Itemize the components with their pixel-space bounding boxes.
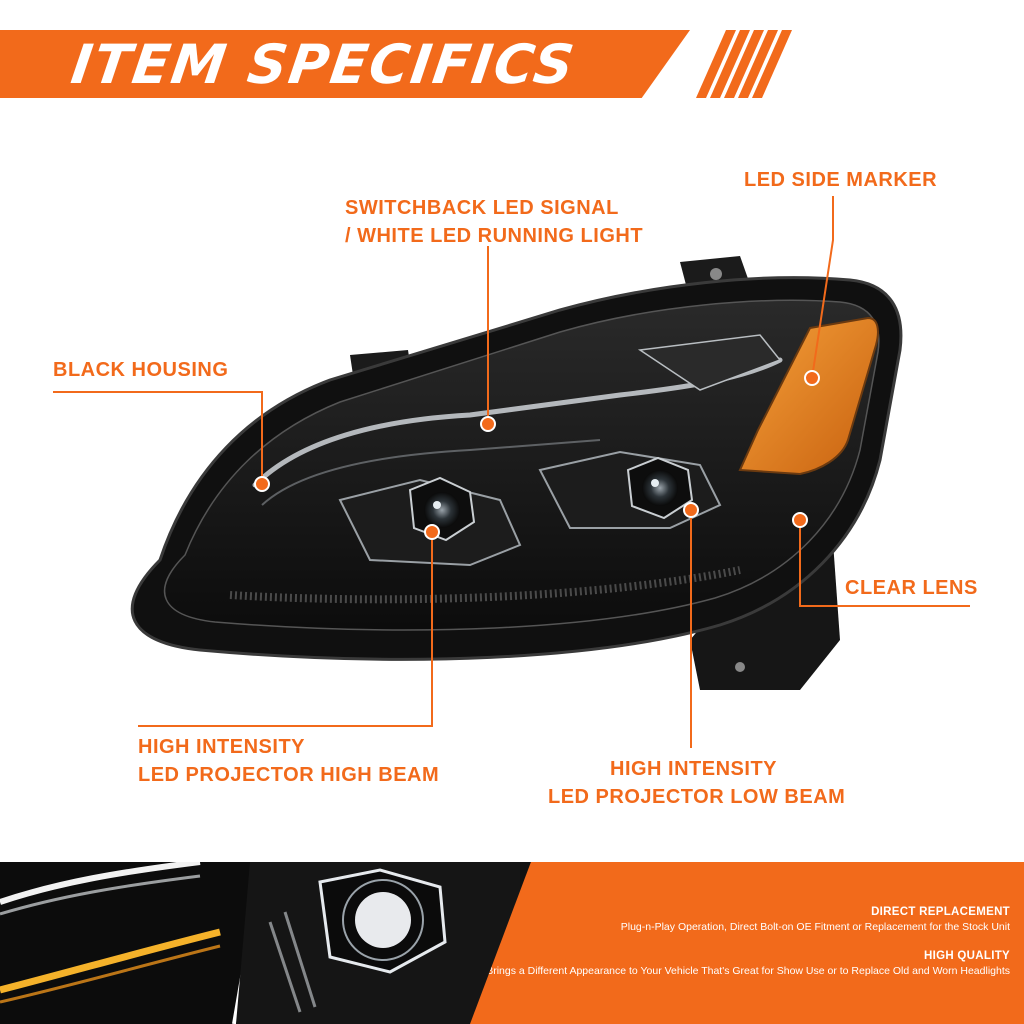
callout-side-marker: LED SIDE MARKER — [744, 169, 938, 191]
detail-photos — [0, 862, 520, 1024]
callout-signal-line2: / WHITE LED RUNNING LIGHT — [345, 225, 644, 247]
callout-lines — [53, 196, 970, 748]
feature-description: Plug-n-Play Operation, Direct Bolt-on OE… — [620, 921, 1010, 933]
feature-strip: DIRECT REPLACEMENT Plug-n-Play Operation… — [0, 862, 1024, 1024]
feature-title: DIRECT REPLACEMENT — [871, 906, 1010, 918]
callout-signal-line1: SWITCHBACK LED SIGNAL — [345, 197, 619, 219]
header-stripes — [696, 30, 792, 98]
feature-title: HIGH QUALITY — [923, 950, 1010, 962]
feature-description: Brings a Different Appearance to Your Ve… — [486, 965, 1010, 977]
callout-clear-lens: CLEAR LENS — [845, 577, 978, 599]
low-beam-projector — [626, 456, 694, 520]
header-banner — [0, 30, 690, 98]
callout-high-beam-line2: LED PROJECTOR HIGH BEAM — [138, 764, 440, 786]
callout-dots — [254, 370, 820, 540]
projector-closeup-photo — [236, 862, 520, 1024]
feature-direct-replacement: DIRECT REPLACEMENT Plug-n-Play Operation… — [621, 906, 1010, 933]
high-beam-projector — [408, 476, 476, 542]
headlight-image — [53, 196, 970, 748]
features-panel: DIRECT REPLACEMENT Plug-n-Play Operation… — [470, 862, 1024, 1024]
callout-low-beam-line2: LED PROJECTOR LOW BEAM — [548, 786, 846, 808]
callout-black-housing: BLACK HOUSING — [53, 359, 229, 381]
callout-high-beam-line1: HIGH INTENSITY — [138, 736, 306, 758]
led-closeup-photo — [0, 862, 221, 1004]
callout-low-beam-line1: HIGH INTENSITY — [610, 758, 778, 780]
feature-high-quality: HIGH QUALITY Brings a Different Appearan… — [486, 950, 1010, 977]
amber-side-marker — [738, 316, 879, 476]
